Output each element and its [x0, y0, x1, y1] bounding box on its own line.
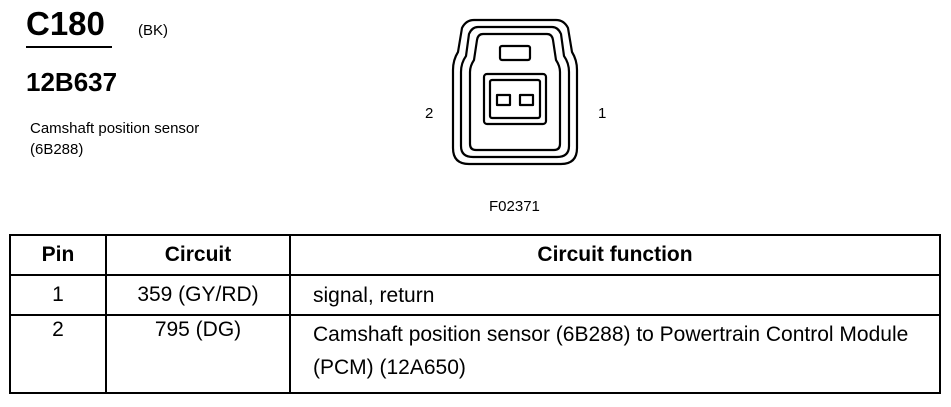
cell-circuit: 359 (GY/RD): [105, 274, 291, 316]
pin-2-label: 2: [425, 105, 434, 122]
connector-outer-housing: [451, 18, 579, 166]
pin-table: Pin Circuit Circuit function 1 359 (GY/R…: [9, 234, 941, 394]
connector-color: (BK): [138, 22, 168, 39]
pin-1-terminal: [518, 93, 535, 107]
cell-pin: 2: [9, 314, 107, 394]
part-number: 12B637: [26, 67, 118, 97]
figure-id: F02371: [489, 198, 540, 215]
connector-inner-housing: [459, 25, 571, 159]
connector-id-underline: [26, 46, 112, 48]
cell-function: Camshaft position sensor (6B288) to Powe…: [289, 314, 941, 394]
pin-1-label: 1: [598, 105, 607, 122]
header-pin: Pin: [9, 234, 107, 276]
latch: [498, 44, 532, 62]
connector-id: C180: [26, 5, 105, 42]
header-circuit-function: Circuit function: [289, 234, 941, 276]
table-header-row: Pin Circuit Circuit function: [9, 234, 941, 276]
connector-face-drawing: [451, 18, 579, 166]
table-row: 1 359 (GY/RD) signal, return: [9, 274, 941, 316]
component-name: Camshaft position sensor (6B288): [30, 120, 200, 158]
table-row: 2 795 (DG) Camshaft position sensor (6B2…: [9, 314, 941, 394]
cell-circuit: 795 (DG): [105, 314, 291, 394]
cell-function: signal, return: [289, 274, 941, 316]
pin-cavity-inner: [488, 78, 542, 120]
locking-tab: [468, 32, 562, 152]
header-circuit: Circuit: [105, 234, 291, 276]
pin-cavity-frame: [482, 72, 548, 126]
cell-pin: 1: [9, 274, 107, 316]
pin-2-terminal: [495, 93, 512, 107]
